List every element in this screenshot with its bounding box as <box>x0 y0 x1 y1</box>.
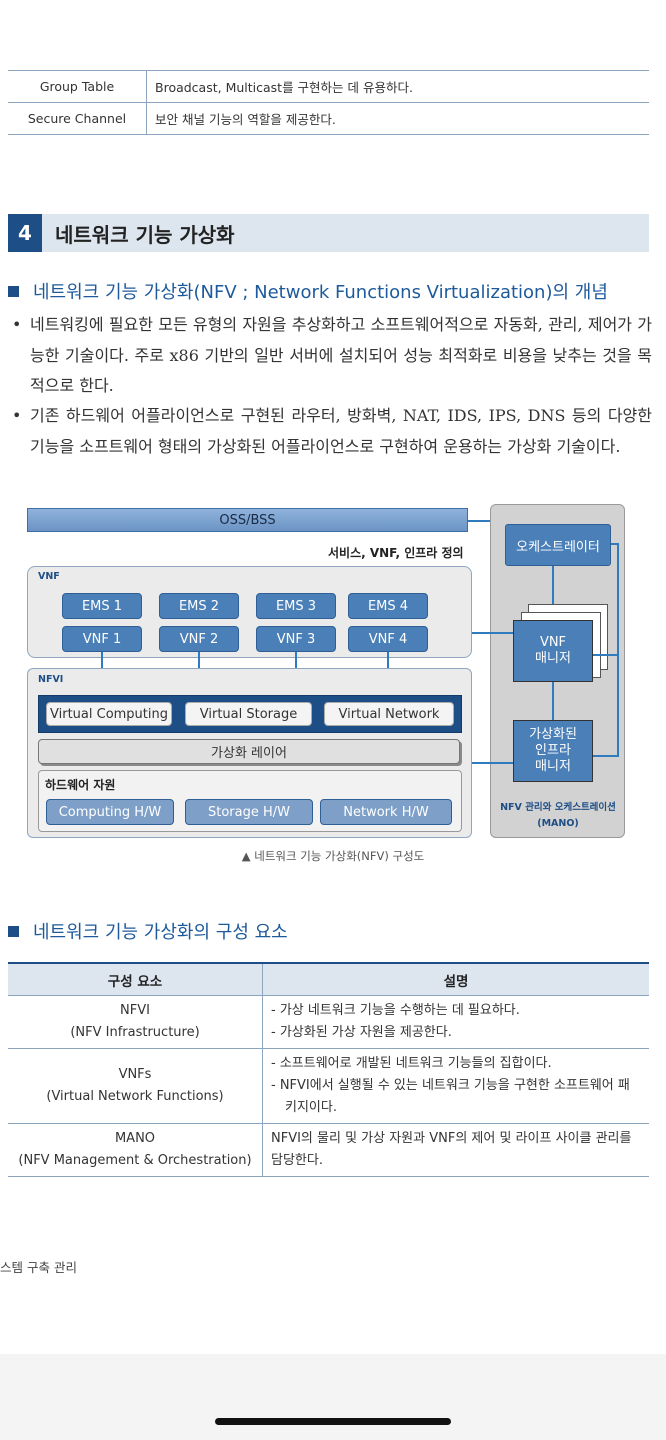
computing-hw-box: Computing H/W <box>46 799 174 825</box>
connector-line <box>617 543 619 756</box>
vim-line1: 가상화된 <box>529 727 577 742</box>
component-description: NFVI의 물리 및 가상 자원과 VNF의 제어 및 라이프 사이클 관리를 … <box>263 1124 649 1176</box>
section-header-bg <box>8 214 649 252</box>
description-item: NFVI의 물리 및 가상 자원과 VNF의 제어 및 라이프 사이클 관리를 … <box>271 1131 632 1168</box>
bullet-dot-icon: • <box>12 406 22 425</box>
description-item: - 가상화된 가상 자원을 제공한다. <box>271 1025 452 1040</box>
component-table: 구성 요소 설명 NFVI (NFV Infrastructure) - 가상 … <box>8 962 649 1177</box>
mano-panel-label: NFV 관리와 오케스트레이션 (MANO) <box>492 800 624 832</box>
component-full: (Virtual Network Functions) <box>46 1089 224 1104</box>
component-name: VNFs (Virtual Network Functions) <box>8 1049 263 1123</box>
square-bullet-icon <box>8 925 19 937</box>
component-full: (NFV Management & Orchestration) <box>18 1153 252 1168</box>
table-value: Broadcast, Multicast를 구현하는 데 유용하다. <box>155 80 413 95</box>
vnf-manager-line1: VNF <box>539 635 567 650</box>
square-bullet-icon <box>8 285 19 297</box>
connector-line <box>552 682 554 720</box>
virtual-storage-box: Virtual Storage <box>185 702 312 726</box>
component-abbr: MANO <box>114 1131 156 1146</box>
table-value: 보안 채널 기능의 역할을 제공한다. <box>155 112 336 127</box>
description-item: - 가상 네트워크 기능을 수행하는 데 필요하다. <box>271 1003 520 1018</box>
vim-line2: 인프라 <box>535 743 571 758</box>
vnf-manager-line2: 매니저 <box>535 651 571 666</box>
connector-line <box>593 654 619 656</box>
connector-line <box>472 762 513 764</box>
description-item: - 소프트웨어로 개발된 네트워크 기능들의 집합이다. <box>271 1056 552 1071</box>
bullet-dot-icon: • <box>12 315 22 334</box>
connector-line <box>387 652 389 668</box>
bullet-item: • 기존 하드웨어 어플라이언스로 구현된 라우터, 방화벽, NAT, IDS… <box>12 401 652 462</box>
connector-line <box>198 652 200 668</box>
bullet-item: • 네트워킹에 필요한 모든 유형의 자원을 추상화하고 소프트웨어적으로 자동… <box>12 310 652 402</box>
table-key: Secure Channel <box>8 103 147 134</box>
page-footer: 스템 구축 관리 <box>0 1260 77 1275</box>
diagram-caption: ▲ 네트워크 기능 가상화(NFV) 구성도 <box>241 849 425 863</box>
component-full: (NFV Infrastructure) <box>70 1025 200 1040</box>
component-abbr: VNFs <box>118 1067 152 1082</box>
virtual-computing-box: Virtual Computing <box>46 702 172 726</box>
component-abbr: NFVI <box>120 1003 150 1018</box>
component-name: NFVI (NFV Infrastructure) <box>8 996 263 1048</box>
bullet-text: 네트워킹에 필요한 모든 유형의 자원을 추상화하고 소프트웨어적으로 자동화,… <box>30 315 652 395</box>
table-row: Group Table Broadcast, Multicast를 구현하는 데… <box>8 70 649 103</box>
ems-2-box: EMS 2 <box>159 593 239 619</box>
mano-label-line2: (MANO) <box>537 818 579 829</box>
subheading-nfv-concept: 네트워크 기능 가상화(NFV ; Network Functions Virt… <box>8 277 608 305</box>
vnf-1-box: VNF 1 <box>62 626 142 652</box>
nfvi-area-label: NFVI <box>38 674 64 685</box>
home-indicator[interactable] <box>215 1418 451 1425</box>
description-item: - NFVI에서 실행될 수 있는 네트워크 기능을 구현한 소프트웨어 패키지… <box>271 1078 630 1115</box>
table-key: Group Table <box>8 71 147 102</box>
header-component: 구성 요소 <box>8 964 263 995</box>
ems-3-box: EMS 3 <box>256 593 336 619</box>
virtual-network-box: Virtual Network <box>324 702 454 726</box>
component-description: - 소프트웨어로 개발된 네트워크 기능들의 집합이다. - NFVI에서 실행… <box>263 1049 649 1123</box>
section-number: 4 <box>8 214 42 252</box>
connector-line <box>593 755 619 757</box>
orchestrator-box: 오케스트레이터 <box>505 524 611 566</box>
subheading-nfv-components: 네트워크 기능 가상화의 구성 요소 <box>8 917 288 945</box>
bullet-text: 기존 하드웨어 어플라이언스로 구현된 라우터, 방화벽, NAT, IDS, … <box>30 406 652 456</box>
top-table: Group Table Broadcast, Multicast를 구현하는 데… <box>8 70 649 135</box>
nfv-diagram: OSS/BSS 서비스, VNF, 인프라 정의 VNF EMS 1 EMS 2… <box>0 500 666 845</box>
storage-hw-box: Storage H/W <box>185 799 313 825</box>
bottom-bar <box>0 1354 666 1440</box>
table-row: VNFs (Virtual Network Functions) - 소프트웨어… <box>8 1049 649 1124</box>
table-row: MANO (NFV Management & Orchestration) NF… <box>8 1124 649 1177</box>
connector-line <box>295 652 297 668</box>
mano-label-line1: NFV 관리와 오케스트레이션 <box>500 802 616 813</box>
vnf-3-box: VNF 3 <box>256 626 336 652</box>
component-description: - 가상 네트워크 기능을 수행하는 데 필요하다. - 가상화된 가상 자원을… <box>263 996 649 1048</box>
vim-box: 가상화된 인프라 매니저 <box>513 720 593 782</box>
connector-line <box>611 543 619 545</box>
virtualization-layer: 가상화 레이어 <box>38 739 460 764</box>
table-header-row: 구성 요소 설명 <box>8 964 649 996</box>
component-name: MANO (NFV Management & Orchestration) <box>8 1124 263 1176</box>
connector-line <box>101 652 103 668</box>
connector-line <box>468 520 490 522</box>
subheading-text: 네트워크 기능 가상화의 구성 요소 <box>33 922 288 943</box>
network-hw-box: Network H/W <box>320 799 452 825</box>
vnf-manager-box: VNF 매니저 <box>513 620 593 682</box>
vim-line3: 매니저 <box>535 759 571 774</box>
vnf-area-label: VNF <box>38 571 60 582</box>
vnf-2-box: VNF 2 <box>159 626 239 652</box>
hardware-area-title: 하드웨어 자원 <box>45 778 116 792</box>
table-row: NFVI (NFV Infrastructure) - 가상 네트워크 기능을 … <box>8 996 649 1049</box>
table-row: Secure Channel 보안 채널 기능의 역할을 제공한다. <box>8 103 649 135</box>
header-description: 설명 <box>443 973 469 990</box>
ems-1-box: EMS 1 <box>62 593 142 619</box>
subheading-text: 네트워크 기능 가상화(NFV ; Network Functions Virt… <box>33 282 608 303</box>
connector-line <box>472 632 513 634</box>
vnf-4-box: VNF 4 <box>348 626 428 652</box>
service-definition-label: 서비스, VNF, 인프라 정의 <box>328 546 464 560</box>
ems-4-box: EMS 4 <box>348 593 428 619</box>
oss-bss-bar: OSS/BSS <box>27 508 468 532</box>
connector-line <box>552 566 554 604</box>
section-title: 네트워크 기능 가상화 <box>55 222 235 247</box>
